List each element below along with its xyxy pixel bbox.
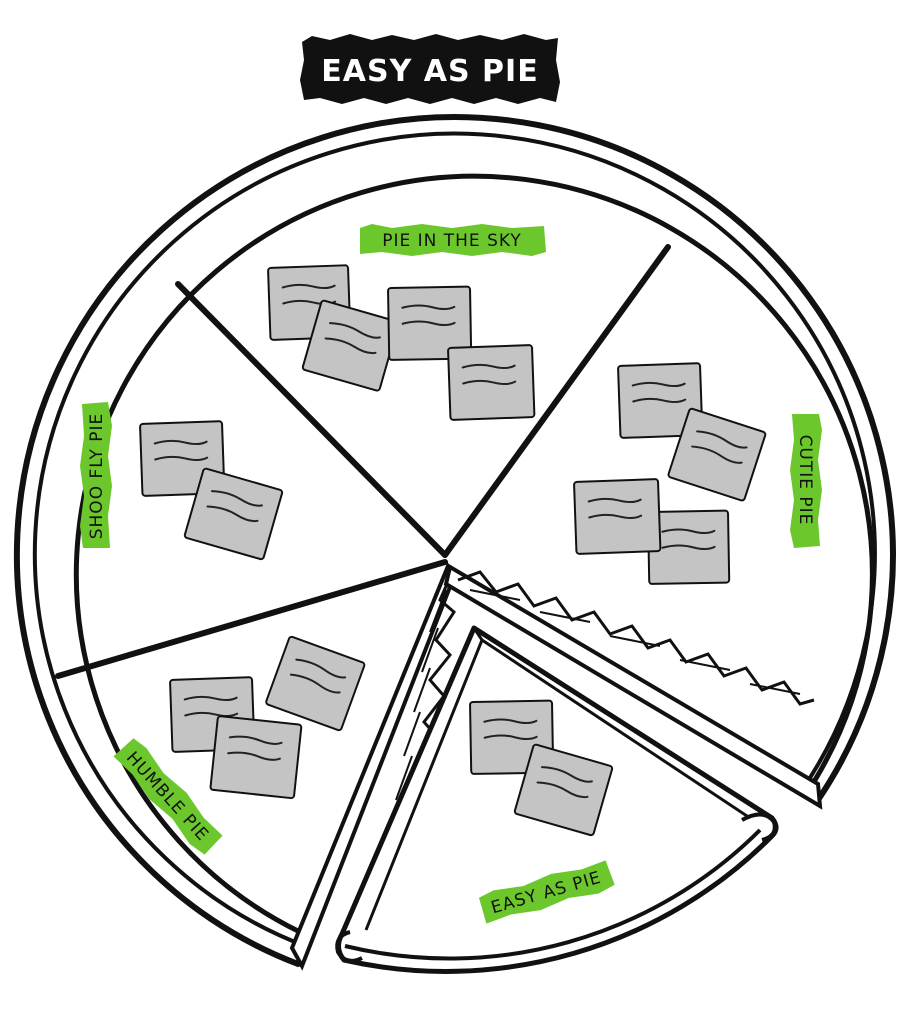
slice-label-text: SHOO FLY PIE xyxy=(87,413,107,540)
cut-out-slice-crust-end xyxy=(741,812,777,842)
highlight-mark xyxy=(113,738,223,855)
exposed-filling-right xyxy=(443,563,823,810)
highlight-mark xyxy=(790,414,822,548)
cut-line-top-right xyxy=(442,244,671,558)
highlight-mark xyxy=(360,224,546,256)
cut-line-left xyxy=(55,559,448,679)
sticky-note xyxy=(647,509,731,585)
label-humble-pie: HUMBLE PIE xyxy=(113,738,223,855)
title-text: EASY AS PIE xyxy=(321,54,538,89)
slice-label-text: CUTIE PIE xyxy=(795,435,815,526)
highlight-mark xyxy=(80,402,112,548)
sticky-notes xyxy=(139,264,767,837)
sticky-note xyxy=(667,407,767,502)
crust-inner-edge xyxy=(32,131,877,948)
cut-out-slice-crust-start xyxy=(335,930,363,963)
slice-cuts xyxy=(55,244,671,679)
pie-crust xyxy=(13,114,896,967)
cut-line-top-left xyxy=(175,281,448,558)
crust-outer-edge xyxy=(13,114,896,967)
cut-out-slice-crust-line xyxy=(344,828,762,961)
sticky-note xyxy=(387,285,473,361)
sticky-note xyxy=(265,635,366,732)
pie-filling-boundary xyxy=(73,173,875,935)
slice-label-text: PIE IN THE SKY xyxy=(382,231,522,251)
label-shoo-fly-pie: SHOO FLY PIE xyxy=(80,402,112,548)
sticky-note xyxy=(513,743,614,837)
title-banner: EASY AS PIE xyxy=(300,34,560,104)
cut-out-slice-inner-edge-2 xyxy=(481,638,751,820)
sticky-note xyxy=(573,478,662,555)
label-cutie-pie: CUTIE PIE xyxy=(790,414,822,548)
highlight-mark xyxy=(478,860,615,924)
sticky-note xyxy=(183,467,284,561)
sticky-note xyxy=(209,715,303,800)
label-pie-in-the-sky: PIE IN THE SKY xyxy=(360,224,546,256)
title-scribble-background xyxy=(300,34,560,104)
sticky-note xyxy=(447,344,536,421)
sticky-note xyxy=(617,362,704,439)
